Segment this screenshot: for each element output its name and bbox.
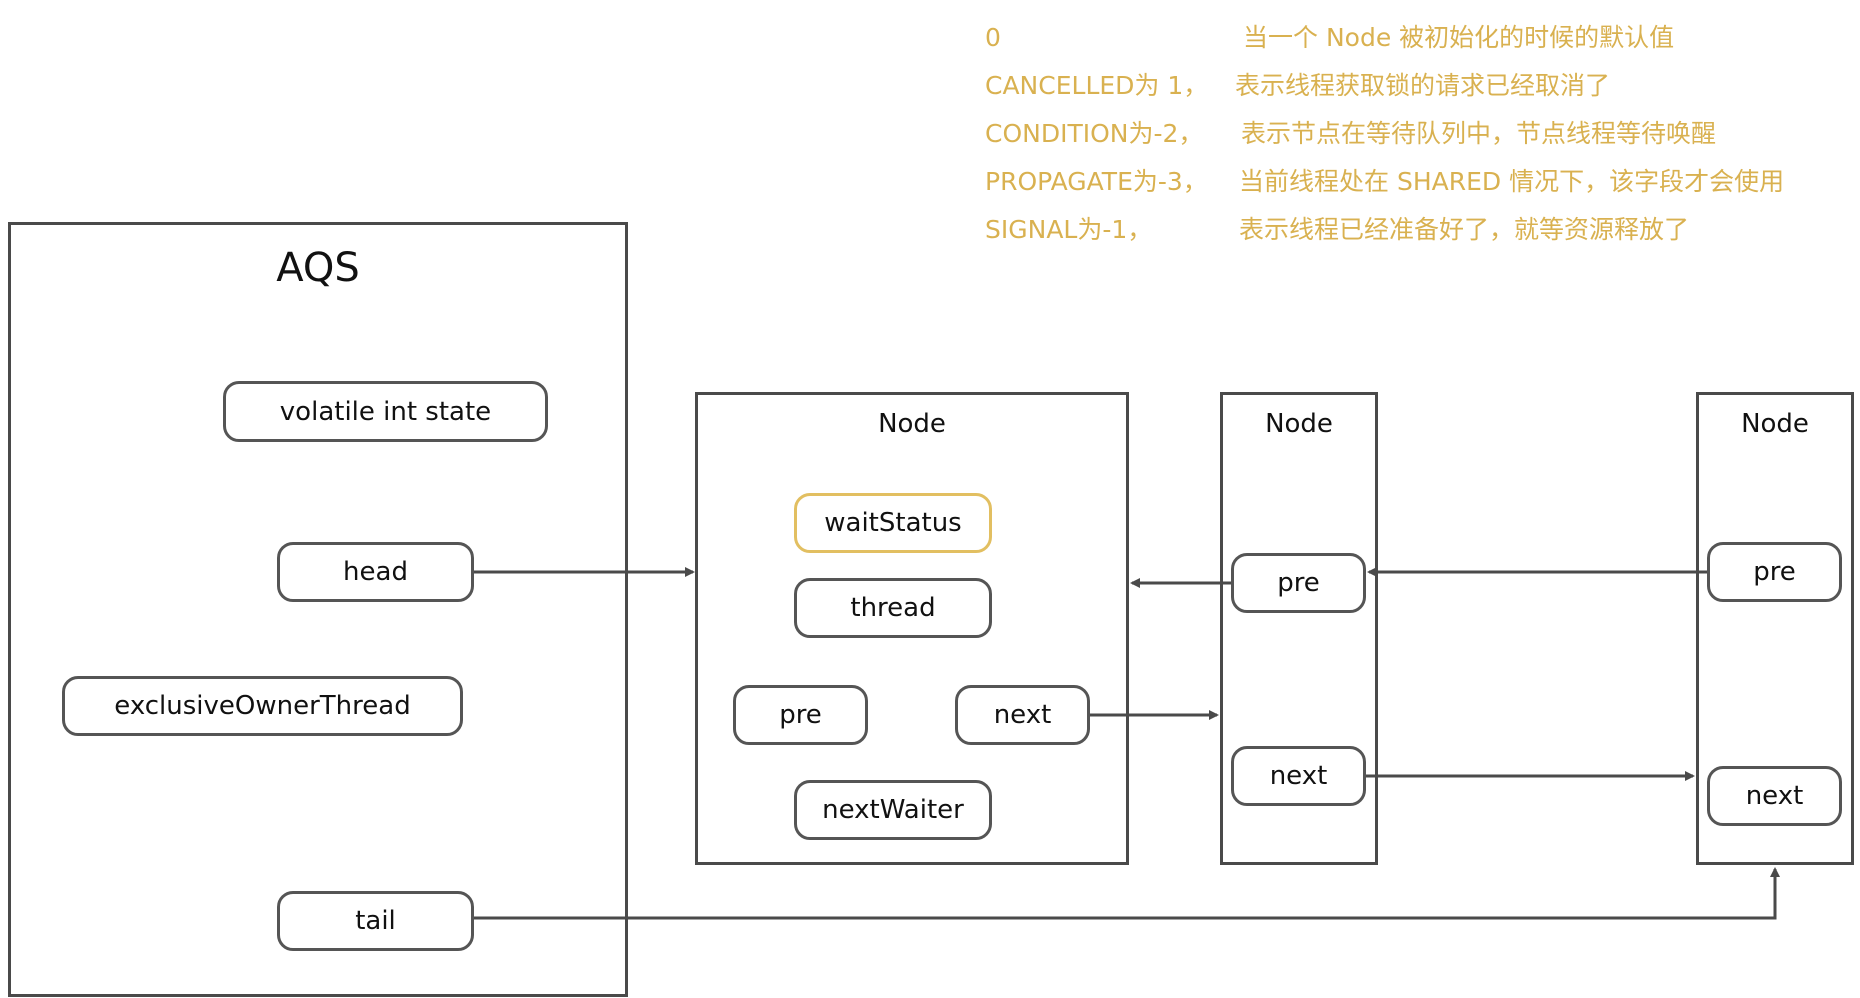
legend-code: CANCELLED为 1， xyxy=(985,71,1209,100)
exclusive-owner-thread-field: exclusiveOwnerThread xyxy=(62,676,463,736)
legend-desc: 当一个 Node 被初始化的时候的默认值 xyxy=(1243,23,1675,52)
next-field: next xyxy=(955,685,1090,745)
node-title: Node xyxy=(878,409,946,439)
legend-row-cancelled: CANCELLED为 1， 表示线程获取锁的请求已经取消了 xyxy=(985,66,1845,114)
legend-row-condition: CONDITION为-2， 表示节点在等待队列中，节点线程等待唤醒 xyxy=(985,114,1845,162)
node-title: Node xyxy=(1265,409,1333,439)
head-field: head xyxy=(277,542,474,602)
pre-field: pre xyxy=(733,685,868,745)
next-field: next xyxy=(1231,746,1366,806)
wait-status-legend: 0 当一个 Node 被初始化的时候的默认值 CANCELLED为 1， 表示线… xyxy=(985,18,1845,258)
pre-field: pre xyxy=(1707,542,1842,602)
legend-code: PROPAGATE为-3， xyxy=(985,167,1208,196)
legend-desc: 表示线程获取锁的请求已经取消了 xyxy=(1235,71,1611,100)
legend-desc: 表示线程已经准备好了，就等资源释放了 xyxy=(1239,215,1690,244)
aqs-title: AQS xyxy=(276,245,360,291)
arrow-tail-to-third-node xyxy=(474,867,1780,920)
legend-code: CONDITION为-2， xyxy=(985,119,1204,148)
node-title: Node xyxy=(1741,409,1809,439)
legend-desc: 表示节点在等待队列中，节点线程等待唤醒 xyxy=(1241,119,1717,148)
legend-code: 0 xyxy=(985,23,1001,52)
next-field: next xyxy=(1707,766,1842,826)
tail-field: tail xyxy=(277,891,474,951)
state-field: volatile int state xyxy=(223,381,548,442)
legend-row-propagate: PROPAGATE为-3， 当前线程处在 SHARED 情况下，该字段才会使用 xyxy=(985,162,1845,210)
legend-code: SIGNAL为-1， xyxy=(985,215,1153,244)
thread-field: thread xyxy=(794,578,992,638)
legend-row-signal: SIGNAL为-1， 表示线程已经准备好了，就等资源释放了 xyxy=(985,210,1845,258)
pre-field: pre xyxy=(1231,553,1366,613)
wait-status-field: waitStatus xyxy=(794,493,992,553)
aqs-container: AQS xyxy=(8,222,628,997)
next-waiter-field: nextWaiter xyxy=(794,780,992,840)
legend-desc: 当前线程处在 SHARED 情况下，该字段才会使用 xyxy=(1239,167,1785,196)
legend-row-initial: 0 当一个 Node 被初始化的时候的默认值 xyxy=(985,18,1845,66)
